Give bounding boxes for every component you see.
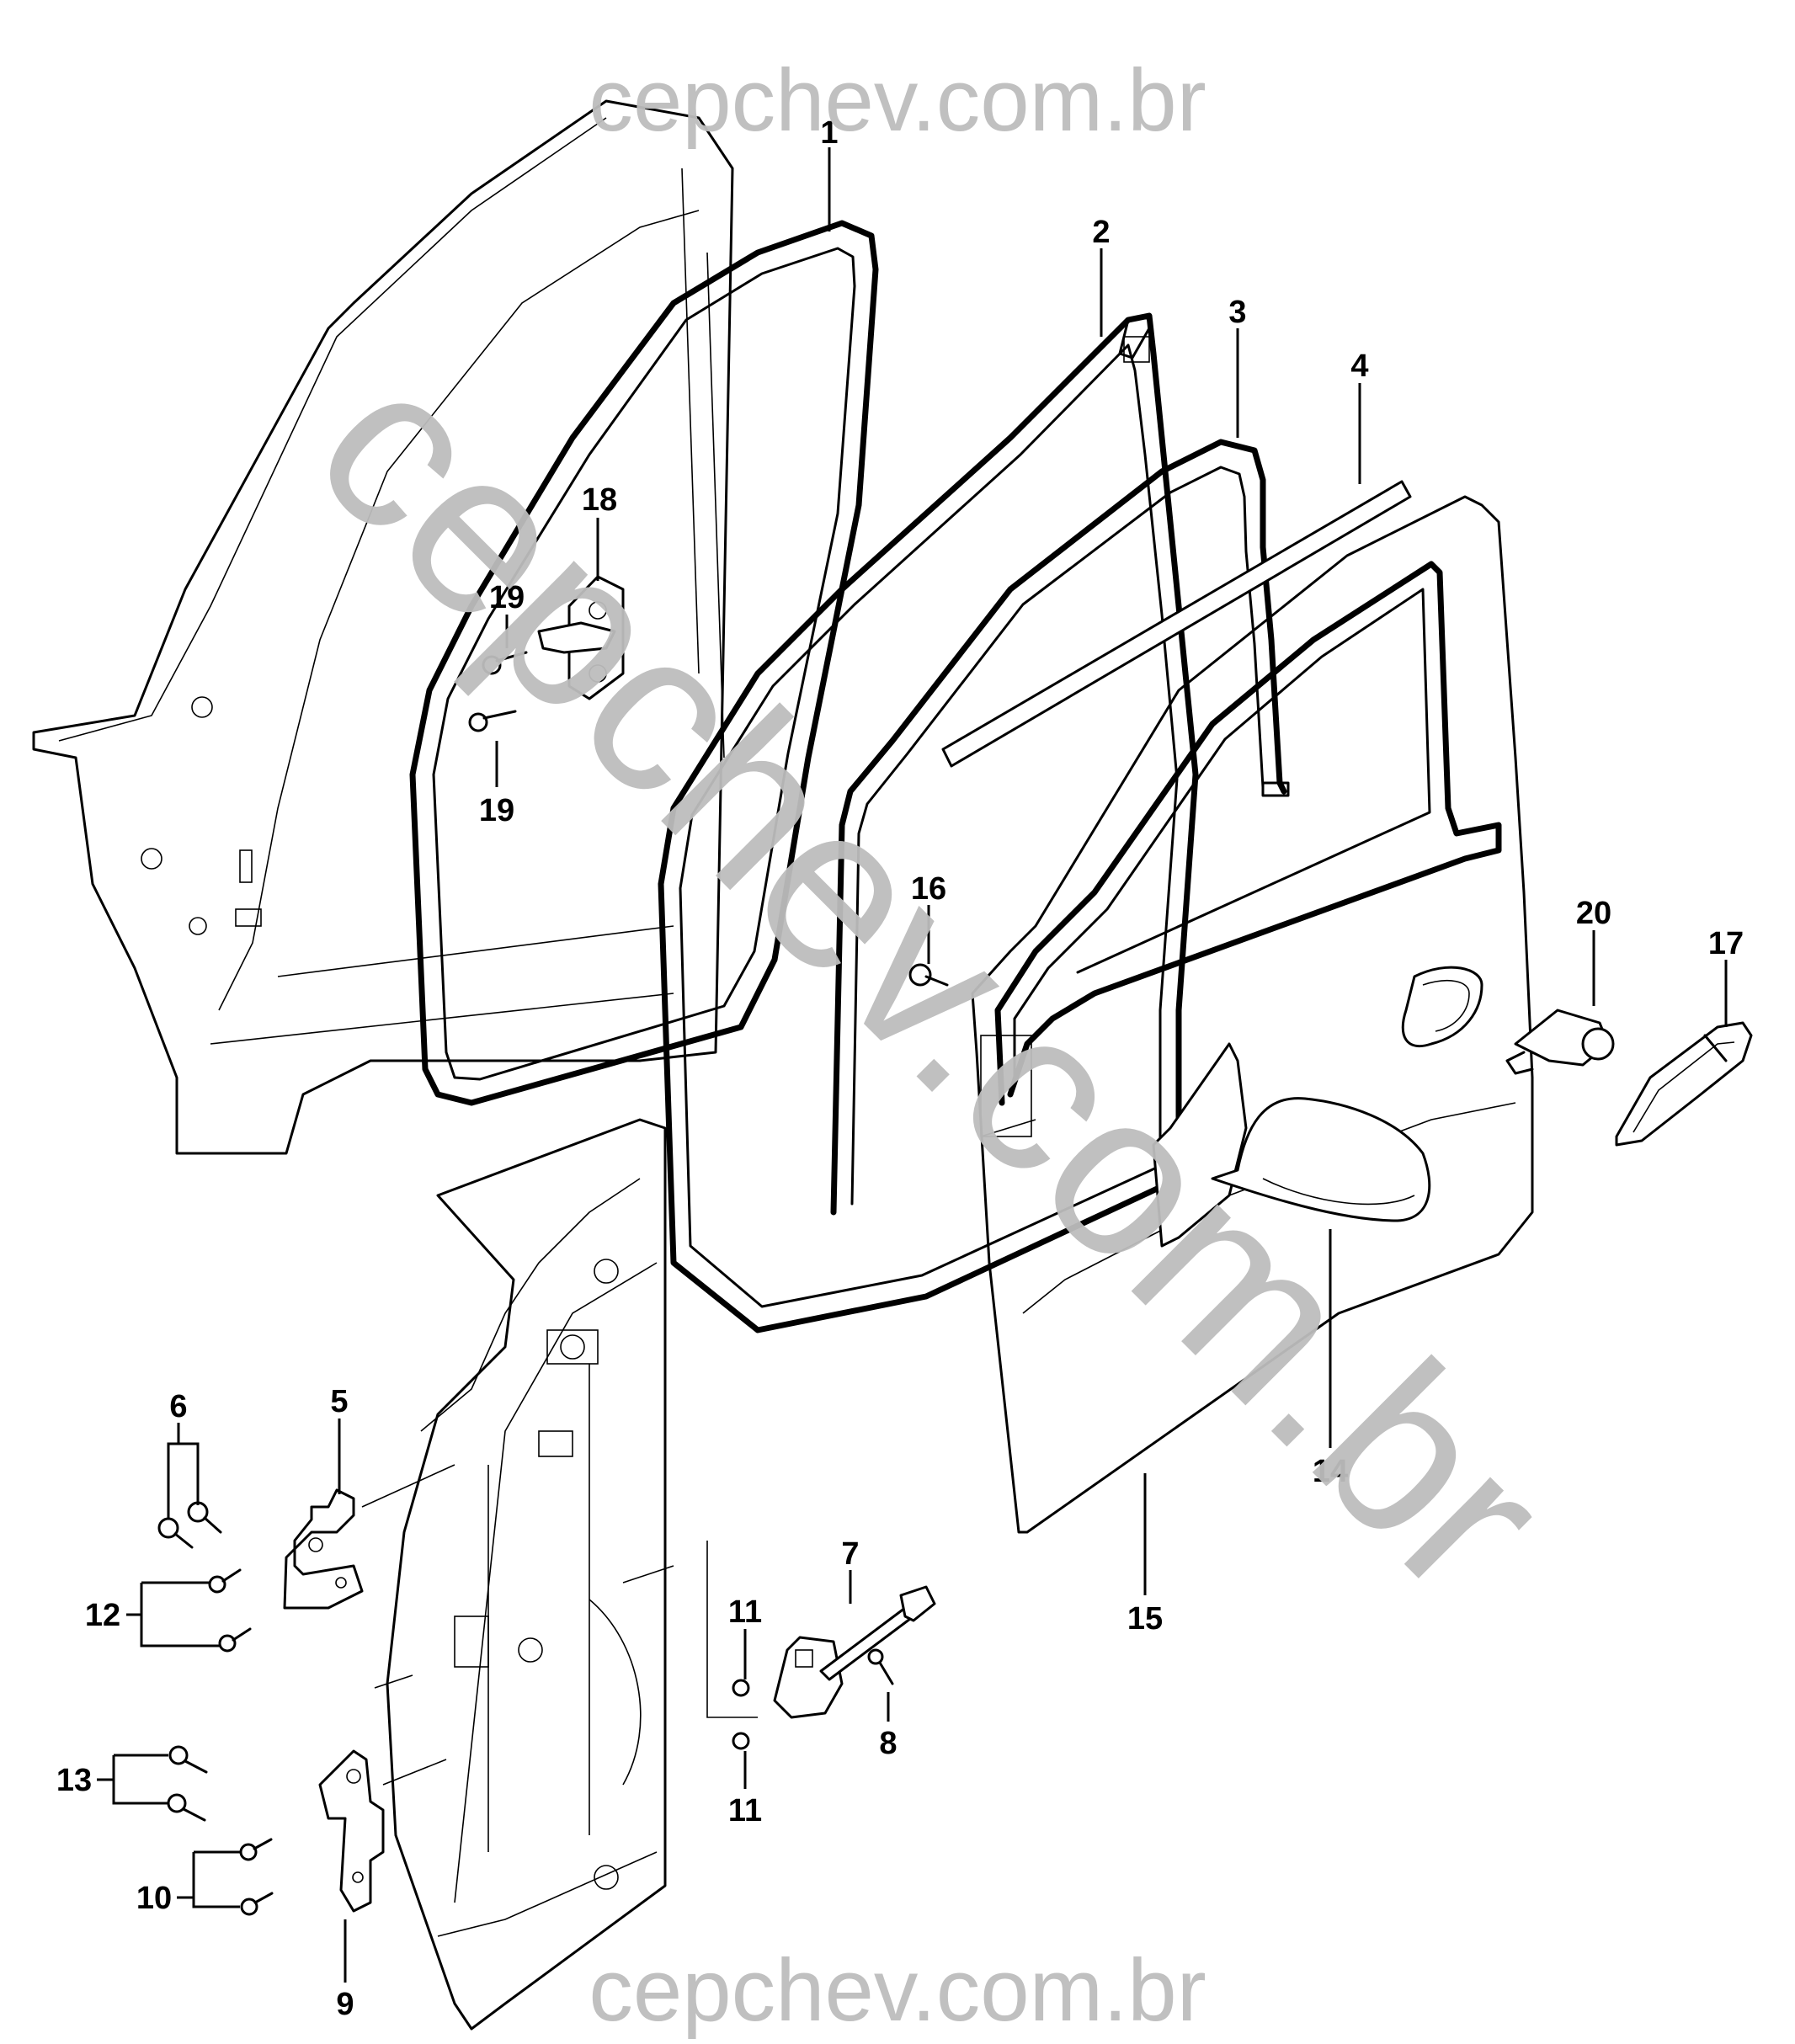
part-16-bolt — [908, 963, 949, 987]
callout-9: 9 — [336, 1987, 354, 2022]
part-4-belt-strip — [941, 480, 1412, 768]
part-5-upper-hinge — [283, 1488, 364, 1610]
part-14-outside-mirror — [1152, 1042, 1431, 1248]
connector-lines — [361, 1464, 758, 1786]
callout-2: 2 — [1092, 215, 1110, 250]
callout-4: 4 — [1350, 349, 1368, 384]
watermark-top: cepchev.com.br — [589, 51, 1206, 150]
inner-door-panel — [386, 1118, 667, 2031]
callout-12: 12 — [85, 1598, 120, 1633]
callout-3: 3 — [1228, 295, 1246, 330]
part-10-bolts — [239, 1838, 274, 1916]
part-12-bolts — [208, 1568, 252, 1653]
callout-16: 16 — [911, 871, 946, 907]
callout-10: 10 — [136, 1881, 172, 1916]
part-3-window-channel — [830, 439, 1290, 1216]
callout-11-upper: 11 — [728, 1594, 762, 1630]
callout-17: 17 — [1708, 926, 1744, 961]
part-15-door-outer-panel — [971, 495, 1534, 1534]
part-8-bolt — [867, 1648, 894, 1685]
part-11-nuts — [732, 1679, 750, 1750]
callout-19-lower: 19 — [479, 793, 514, 828]
callout-11-lower: 11 — [728, 1793, 762, 1828]
callout-18: 18 — [582, 482, 617, 518]
part-20-lock-cylinder — [1505, 1009, 1615, 1075]
part-17-outside-handle — [1615, 1021, 1753, 1147]
watermark-bottom: cepchev.com.br — [589, 1941, 1206, 2040]
callout-19-upper: 19 — [489, 580, 525, 615]
part-7-door-check — [773, 1585, 936, 1719]
watermarks: cepchev.com.br cepchev.com.br cepchev.co… — [268, 51, 1595, 2040]
leader-lines — [97, 147, 1728, 1983]
part-2-frame-seal — [658, 312, 1199, 1333]
callout-labels: 1 2 3 4 18 19 19 16 20 17 14 15 6 5 12 1… — [56, 115, 1744, 2022]
body-side-panel — [32, 99, 734, 1155]
callout-5: 5 — [330, 1384, 348, 1419]
callout-6: 6 — [169, 1389, 187, 1424]
callout-14: 14 — [1313, 1454, 1348, 1489]
callout-7: 7 — [841, 1536, 859, 1572]
part-6-bolts — [157, 1501, 222, 1549]
part-1-weatherstrip — [409, 220, 879, 1106]
callout-13: 13 — [56, 1763, 92, 1798]
callout-15: 15 — [1127, 1601, 1163, 1637]
part-13-bolts — [167, 1745, 208, 1822]
callout-20: 20 — [1576, 896, 1611, 931]
callout-1: 1 — [820, 115, 838, 151]
part-9-lower-hinge — [318, 1749, 385, 1913]
part-19-bolts — [468, 651, 528, 732]
callout-8: 8 — [879, 1726, 897, 1761]
part-18-striker — [537, 575, 625, 700]
watermark-diagonal: cepchev.com.br — [268, 317, 1595, 1643]
